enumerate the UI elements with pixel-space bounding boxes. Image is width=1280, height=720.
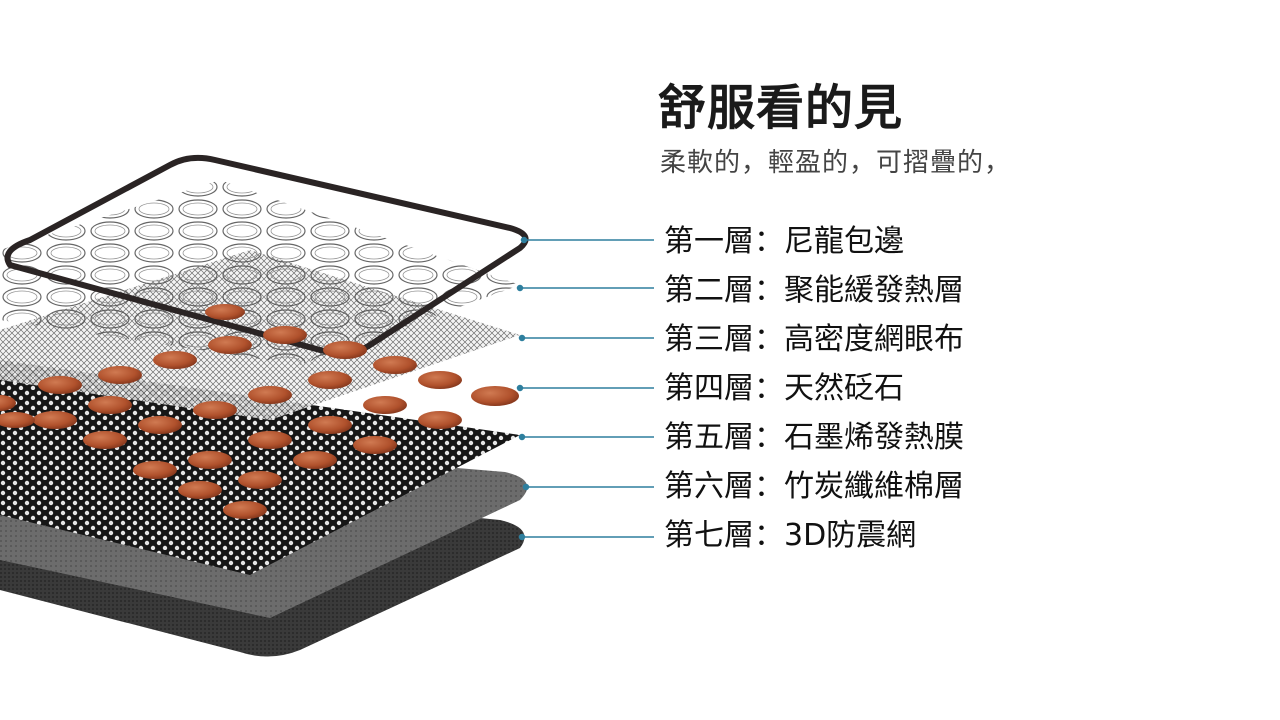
layer-label-2: 第二層：聚能緩發熱層 <box>664 273 964 308</box>
layer-label-5: 第五層：石墨烯發熱膜 <box>664 420 964 455</box>
layer-label-1: 第一層：尼龍包邊 <box>664 224 904 259</box>
leader-lines <box>516 236 654 541</box>
layer-label-6: 第六層：竹炭纖維棉層 <box>664 469 964 504</box>
layer-label-7: 第七層：3D防震網 <box>664 518 917 553</box>
page-title: 舒服看的見 <box>658 80 904 136</box>
page-subtitle: 柔軟的，輕盈的，可摺疊的， <box>660 148 1012 178</box>
layer5-graphene-film <box>0 360 520 575</box>
layer-label-4: 第四層：天然砭石 <box>664 371 904 406</box>
layer1-nylon-border <box>4 154 529 357</box>
layer4-stones <box>0 304 519 519</box>
layer-label-3: 第三層：高密度網眼布 <box>664 322 964 357</box>
layer2-heating-layer <box>0 180 520 365</box>
layer-list: 第一層：尼龍包邊 第二層：聚能緩發熱層 第三層：高密度網眼布 第四層：天然砭石 … <box>664 222 964 565</box>
